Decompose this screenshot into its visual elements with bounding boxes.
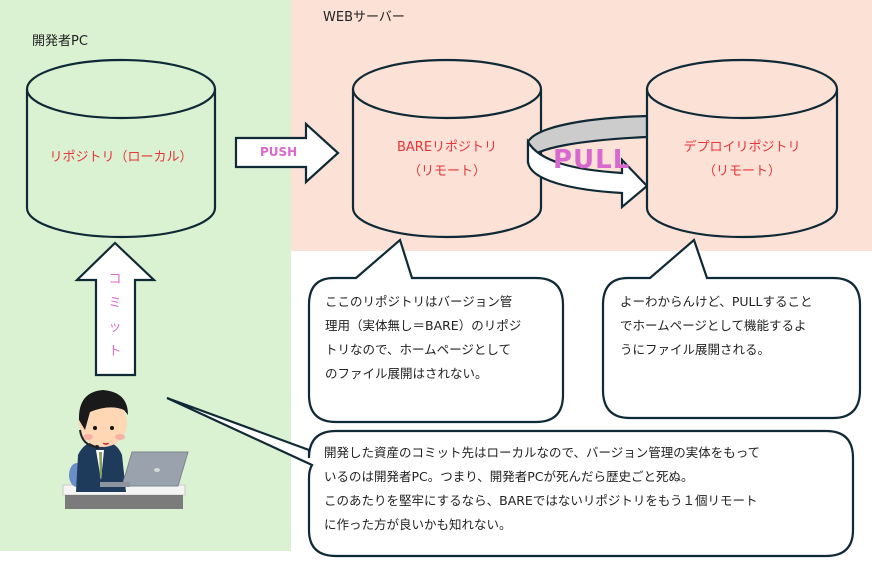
commit-char: ト <box>108 344 122 359</box>
developer-pc-label: 開発者PC <box>32 34 88 49</box>
push-label: PUSH <box>260 145 298 159</box>
bubble-line: に作った方が良いかも知れない。 <box>324 517 512 532</box>
commit-label: コ ミ ッ ト <box>107 268 123 364</box>
bubble-line: でホームページとして機能するよ <box>620 318 807 333</box>
bubble-line: うにファイル展開される。 <box>620 342 771 357</box>
deploy-speech-bubble <box>601 238 862 420</box>
push-arrow <box>234 121 340 185</box>
bubble-line: 開発した資産のコミット先はローカルなので、バージョン管理の実体をもって <box>324 445 761 460</box>
deploy-repository-name: デプロイリポジトリ <box>683 140 801 155</box>
bubble-line: トリなので、ホームページとして <box>325 342 512 357</box>
local-repository-cylinder <box>25 58 217 239</box>
bubble-line: のファイル展開はされない。 <box>325 366 488 381</box>
commit-char: ミ <box>108 296 122 311</box>
developer-speech-bubble <box>166 396 855 558</box>
bare-speech-bubble <box>307 238 565 424</box>
local-repository-name: リポジトリ（ローカル） <box>49 150 193 165</box>
bubble-line: よーわからんけど、PULLすること <box>620 294 813 309</box>
pull-arrow <box>526 114 649 210</box>
commit-char: ッ <box>108 320 122 335</box>
bare-repository-name: BAREリポジトリ <box>396 140 498 155</box>
deploy-repository-location: （リモート） <box>702 164 781 179</box>
developer-illustration <box>62 390 189 509</box>
developer-bubble-text: 開発した資産のコミット先はローカルなので、バージョン管理の実体をもって いるのは… <box>324 441 760 537</box>
deploy-repository-cylinder <box>645 58 839 239</box>
commit-arrow <box>74 241 157 377</box>
bare-repository-location: （リモート） <box>407 164 486 179</box>
bubble-line: いるのは開発者PC。つまり、開発者PCが死んだら歴史ごと死ぬ。 <box>324 469 694 484</box>
pull-label: PULL <box>553 145 631 175</box>
bubble-line: ここのリポジトリはバージョン管 <box>325 294 513 309</box>
commit-char: コ <box>108 272 122 287</box>
local-repository-label: リポジトリ（ローカル） <box>27 146 215 170</box>
bubble-line: 理用（実体無し＝BARE）のリポジ <box>325 318 522 333</box>
web-server-label: WEBサーバー <box>323 10 405 25</box>
deploy-repository-label: デプロイリポジトリ （リモート） <box>647 136 837 184</box>
bare-repository-cylinder <box>351 58 543 239</box>
bubble-line: このあたりを堅牢にするなら、BAREではないリポジトリをもう１個リモート <box>324 493 758 508</box>
deploy-bubble-text: よーわからんけど、PULLすること でホームページとして機能するよ うにファイル… <box>620 290 813 362</box>
bare-bubble-text: ここのリポジトリはバージョン管 理用（実体無し＝BARE）のリポジ トリなので、… <box>325 290 521 386</box>
bare-repository-label: BAREリポジトリ （リモート） <box>353 136 541 184</box>
